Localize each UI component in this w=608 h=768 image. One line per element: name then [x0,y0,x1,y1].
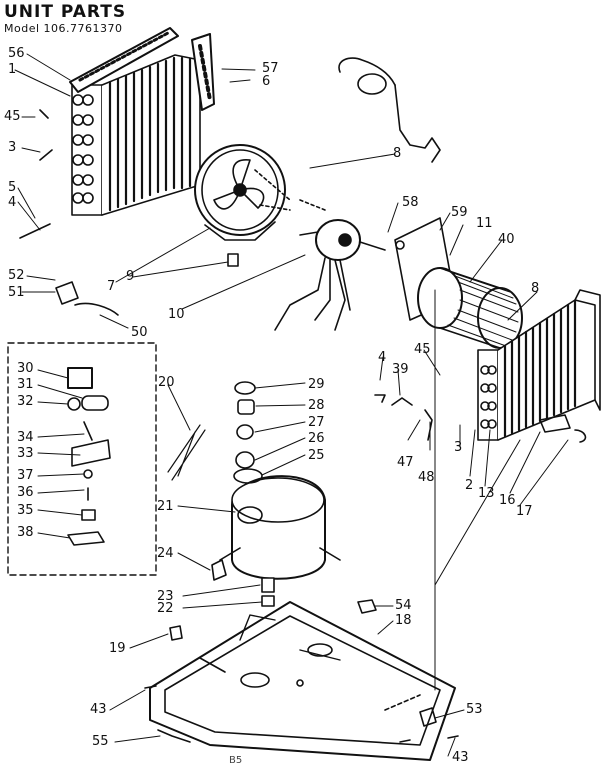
part-label-47: 47 [397,455,414,470]
diagram-title: UNIT PARTS [4,2,127,22]
part-label-31: 31 [17,377,34,392]
part-label-37: 37 [17,468,34,483]
part-label-16: 16 [499,493,516,508]
blower-wheel [417,267,523,349]
part-label-52: 52 [8,268,25,283]
part-label-10: 10 [168,307,185,322]
part-label-54: 54 [395,598,412,613]
part-label-45: 45 [4,109,21,124]
electrical-parts-box [7,342,157,576]
fan-motor [274,219,386,331]
part-label-57: 57 [262,61,279,76]
part-label-1: 1 [8,62,17,77]
part-label-45b: 45 [414,342,431,357]
part-label-40: 40 [498,232,515,247]
part-label-34: 34 [17,430,34,445]
evaporator-coil [477,289,601,441]
leader-lines [14,53,569,757]
part-label-27: 27 [308,415,325,430]
part-label-3b: 3 [454,440,463,455]
part-label-7: 7 [107,279,116,294]
part-label-24: 24 [157,546,174,561]
part-label-36: 36 [17,485,34,500]
part-label-13: 13 [478,486,495,501]
page-code: B5 [229,755,243,766]
part-label-59: 59 [451,205,468,220]
part-label-22: 22 [157,601,174,616]
wire-harness [167,424,206,481]
part-label-4b: 4 [378,350,387,365]
part-label-6: 6 [262,74,271,89]
part-label-5: 5 [8,180,17,195]
part-label-17: 17 [516,504,533,519]
part-label-20: 20 [158,375,175,390]
part-label-56: 56 [8,46,25,61]
compressor-assembly [211,381,341,607]
part-label-8: 8 [393,146,402,161]
part-label-43: 43 [90,702,107,717]
part-label-39: 39 [392,362,409,377]
part-label-30: 30 [17,361,34,376]
part-label-38: 38 [17,525,34,540]
part-label-48: 48 [418,470,435,485]
part-label-18: 18 [395,613,412,628]
part-label-3: 3 [8,140,17,155]
side-bracket [191,33,215,111]
part-label-28: 28 [308,398,325,413]
part-label-33: 33 [17,446,34,461]
part-label-29: 29 [308,377,325,392]
condenser-coil [71,54,201,216]
part-label-8b: 8 [531,281,540,296]
part-label-51: 51 [8,285,25,300]
part-label-11: 11 [476,216,493,231]
top-seal-strip [69,27,179,93]
model-number: Model 106.7761370 [4,22,123,35]
part-label-4: 4 [8,195,17,210]
capillary-tube [338,57,441,163]
part-label-53: 53 [466,702,483,717]
part-label-26: 26 [308,431,325,446]
small-hardware [19,109,587,743]
part-label-9: 9 [126,269,135,284]
fan-blade-assembly [194,144,291,267]
part-label-23: 23 [157,589,174,604]
part-label-21: 21 [157,499,174,514]
part-label-50: 50 [131,325,148,340]
base-pan [149,599,456,761]
part-label-25: 25 [308,448,325,463]
part-label-58: 58 [402,195,419,210]
part-label-35: 35 [17,503,34,518]
part-label-19: 19 [109,641,126,656]
part-label-2: 2 [465,478,474,493]
part-label-55: 55 [92,734,109,749]
part-label-32: 32 [17,394,34,409]
part-label-43b: 43 [452,750,469,765]
